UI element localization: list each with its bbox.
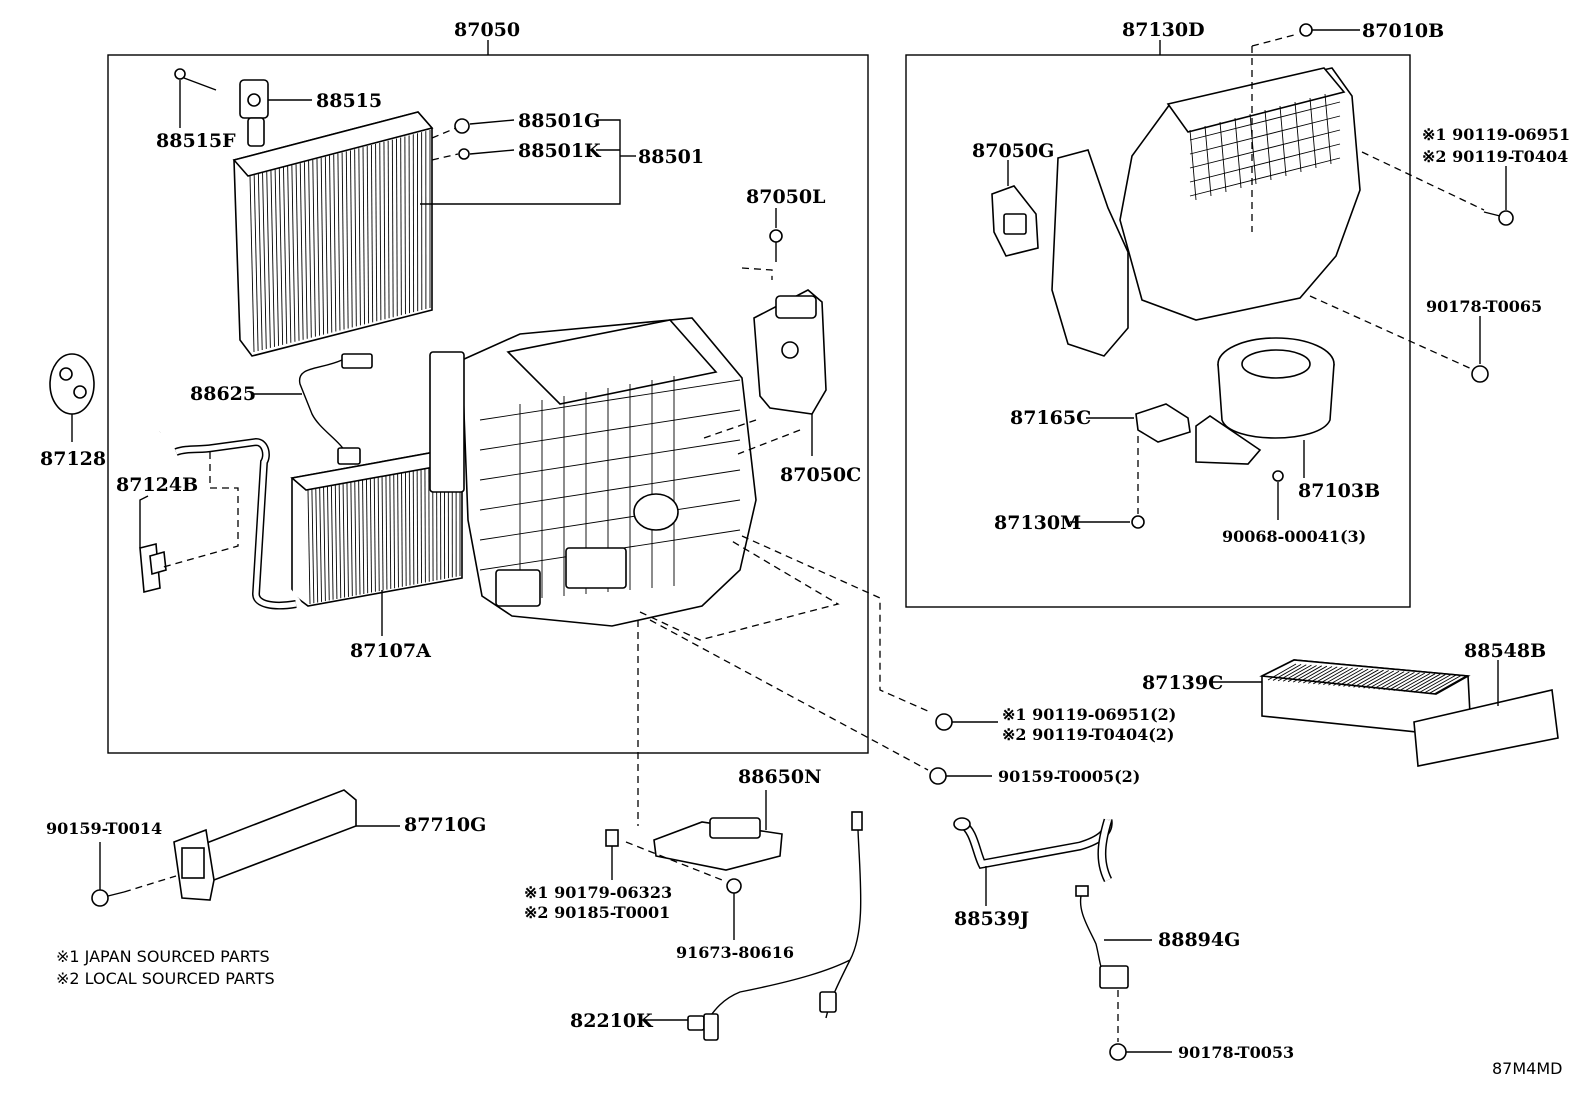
heater-core-87107A: [290, 449, 464, 607]
label-90119-T0404: ※2 90119-T0404: [1422, 147, 1568, 166]
label-87050L: 87050L: [746, 186, 825, 208]
label-88501K: 88501K: [518, 140, 602, 162]
label-88515: 88515: [316, 90, 382, 112]
heater-case-87050: [429, 317, 757, 627]
screw-87130M: [1131, 515, 1145, 529]
clip-90179: [605, 829, 619, 847]
label-87107A: 87107A: [350, 640, 431, 662]
screw-91673-80616: [726, 878, 742, 894]
harness-82210K: [687, 811, 863, 1041]
servo-motor-87050C: [753, 289, 827, 415]
screw-90119-upper: [1483, 210, 1514, 226]
label-82210K: 82210K: [570, 1010, 654, 1032]
diagram-code: 87M4MD: [1492, 1059, 1562, 1078]
note-local-sourced: ※2 LOCAL SOURCED PARTS: [56, 969, 275, 988]
clip-87124B: [139, 542, 167, 594]
label-87010B: 87010B: [1362, 20, 1444, 42]
blower-case-87130D: [1051, 67, 1361, 357]
harness-88625: [298, 353, 373, 465]
label-90119-06951-2: ※1 90119-06951(2): [1002, 705, 1176, 724]
unit-box-87130D: [905, 54, 1411, 608]
label-87050C: 87050C: [780, 464, 861, 486]
label-87130M: 87130M: [994, 512, 1081, 534]
label-87050: 87050: [454, 19, 520, 41]
label-87128: 87128: [40, 448, 106, 470]
sensor-88894G: [1075, 885, 1129, 989]
grommet-87128: [49, 353, 95, 415]
bolt-88515F: [174, 68, 217, 91]
label-90159-T0005: 90159-T0005(2): [998, 767, 1140, 786]
label-88650N: 88650N: [738, 766, 821, 788]
resistor-87165C: [1135, 403, 1191, 443]
label-90178-T0065: 90178-T0065: [1426, 297, 1542, 316]
label-90119-06951: ※1 90119-06951: [1422, 125, 1570, 144]
label-87103B: 87103B: [1298, 480, 1380, 502]
label-88548B: 88548B: [1464, 640, 1546, 662]
screw-87050L: [769, 229, 783, 262]
clip-90178-T0065: [1471, 365, 1489, 383]
evaporator-88501: [232, 111, 434, 357]
filter-cover-88548B: [1413, 689, 1559, 767]
screw-90159-T0014: [91, 889, 125, 907]
label-88539J: 88539J: [954, 908, 1029, 930]
label-88501: 88501: [638, 146, 704, 168]
heater-pipes: [159, 417, 302, 610]
aspirator-88650N: [653, 817, 783, 871]
duct-87710G: [173, 789, 357, 901]
label-90185-T0001: ※2 90185-T0001: [524, 903, 670, 922]
note-japan-sourced: ※1 JAPAN SOURCED PARTS: [56, 947, 270, 966]
o-ring-88501G: [454, 118, 470, 134]
screw-90159-T0005: [929, 767, 947, 785]
blower-motor-87103B: [1195, 337, 1335, 465]
label-87139C: 87139C: [1142, 672, 1223, 694]
expansion-valve-88515: [239, 79, 269, 147]
bolt-87010B: [1299, 23, 1336, 37]
cabin-filter-87139C: [1259, 659, 1471, 735]
label-87130D: 87130D: [1122, 19, 1205, 41]
screw-90119-lower: [935, 713, 953, 731]
label-88501G: 88501G: [518, 110, 600, 132]
clip-90178-T0053: [1109, 1043, 1127, 1061]
servo-motor-87050G: [991, 185, 1039, 257]
label-87165C: 87165C: [1010, 407, 1091, 429]
label-88894G: 88894G: [1158, 929, 1240, 951]
label-87124B: 87124B: [116, 474, 198, 496]
label-90159-T0014: 90159-T0014: [46, 819, 162, 838]
label-91673-80616: 91673-80616: [676, 943, 794, 962]
label-87050G: 87050G: [972, 140, 1054, 162]
label-90179-06323: ※1 90179-06323: [524, 883, 672, 902]
label-90119-T0404-2: ※2 90119-T0404(2): [1002, 725, 1174, 744]
label-87710G: 87710G: [404, 814, 486, 836]
label-88625: 88625: [190, 383, 256, 405]
label-88515F: 88515F: [156, 130, 236, 152]
screw-90068-00041: [1272, 470, 1284, 520]
o-ring-88501K: [458, 148, 470, 160]
aspirator-hose-88539J: [953, 817, 1113, 883]
label-90178-T0053: 90178-T0053: [1178, 1043, 1294, 1062]
label-90068-00041: 90068-00041(3): [1222, 527, 1366, 546]
